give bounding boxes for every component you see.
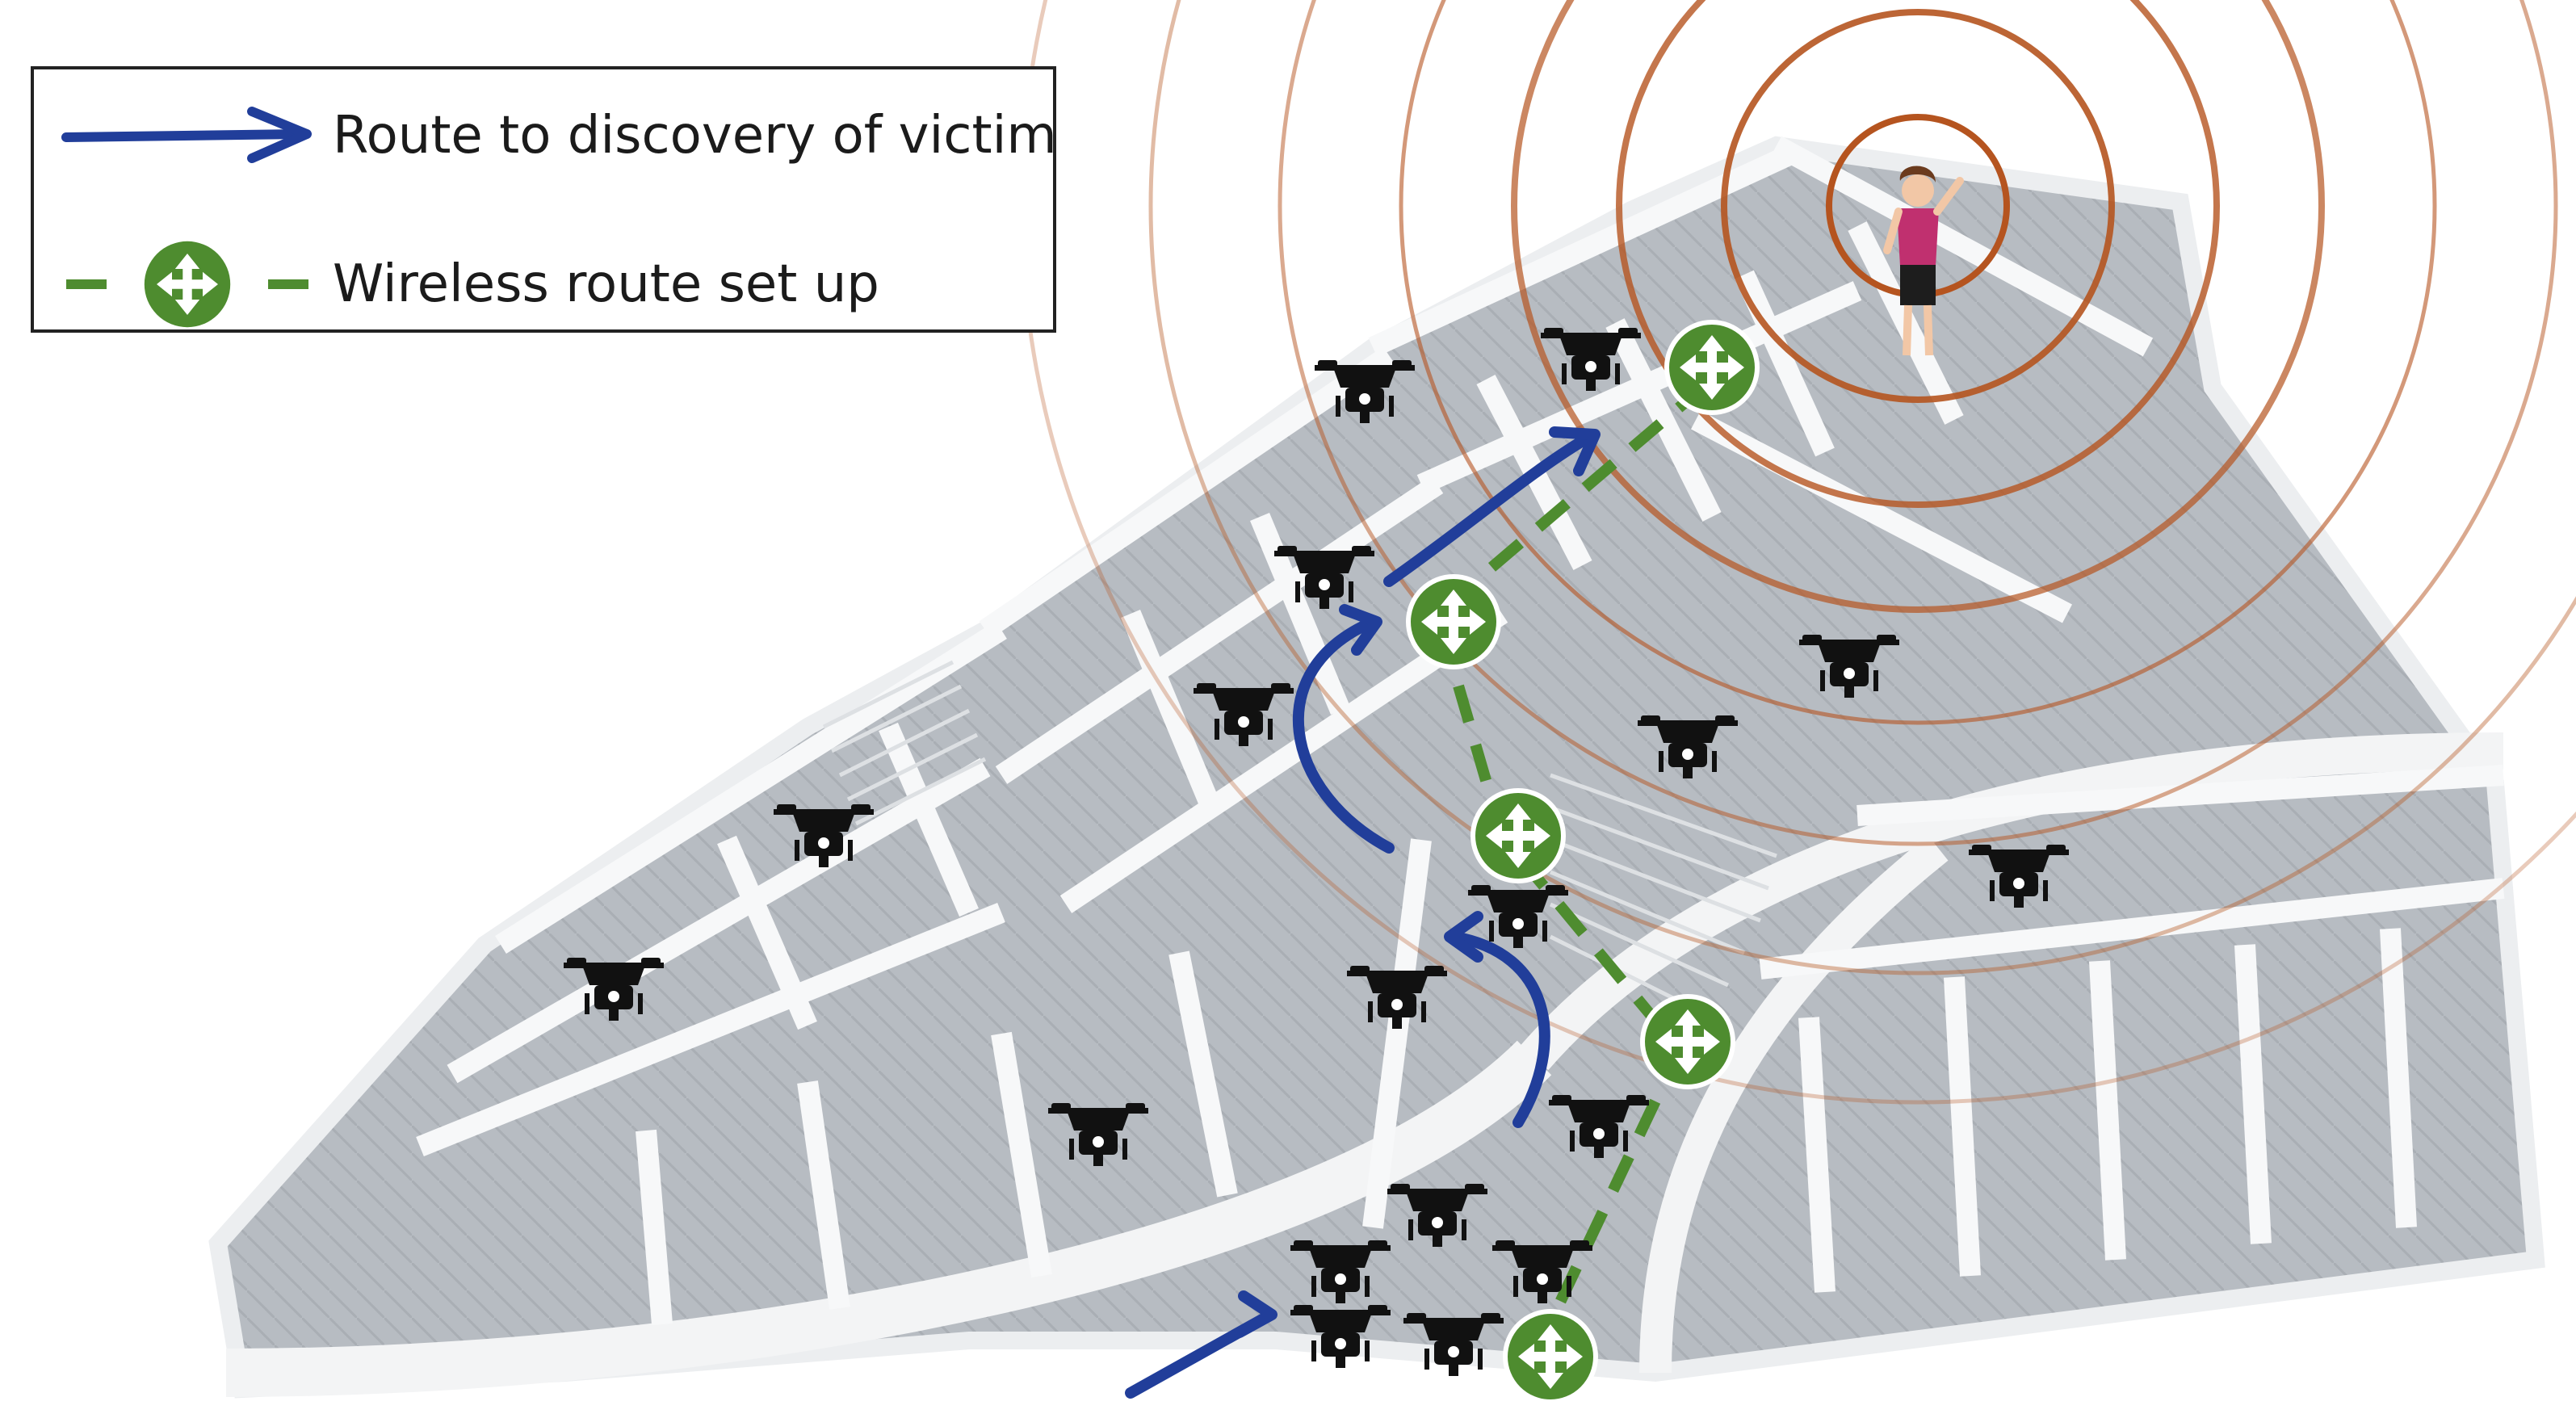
signal-ring bbox=[1616, 0, 2220, 508]
blue-arrow-icon bbox=[61, 107, 312, 163]
discovery-route bbox=[1125, 426, 1601, 1399]
signal-ring bbox=[1148, 0, 2576, 975]
legend-label-wireless: Wireless route set up bbox=[333, 254, 879, 314]
legend-box: Route to discovery of victim Wireless ro… bbox=[31, 66, 1057, 333]
wireless-relay-node-icon bbox=[1505, 1311, 1596, 1402]
stairwell-grilles bbox=[822, 660, 1777, 1020]
victim-person-icon bbox=[1883, 166, 1964, 356]
signal-ring bbox=[1721, 9, 2115, 403]
wireless-relay-node-icon bbox=[1408, 577, 1499, 667]
wireless-relay-node-icon bbox=[1473, 791, 1563, 881]
signal-ring bbox=[1278, 0, 2558, 846]
legend-item-route: Route to discovery of victim bbox=[34, 87, 1057, 184]
wireless-relay-node-icon bbox=[1667, 322, 1757, 413]
legend-label-route: Route to discovery of victim bbox=[333, 106, 1057, 166]
signal-ring bbox=[1511, 0, 2325, 613]
legend-item-wireless: Wireless route set up bbox=[34, 236, 1053, 333]
signal-ring bbox=[1399, 0, 2437, 725]
wireless-relay-node-icon bbox=[66, 241, 308, 328]
wireless-relay-node-icon bbox=[1643, 996, 1733, 1087]
